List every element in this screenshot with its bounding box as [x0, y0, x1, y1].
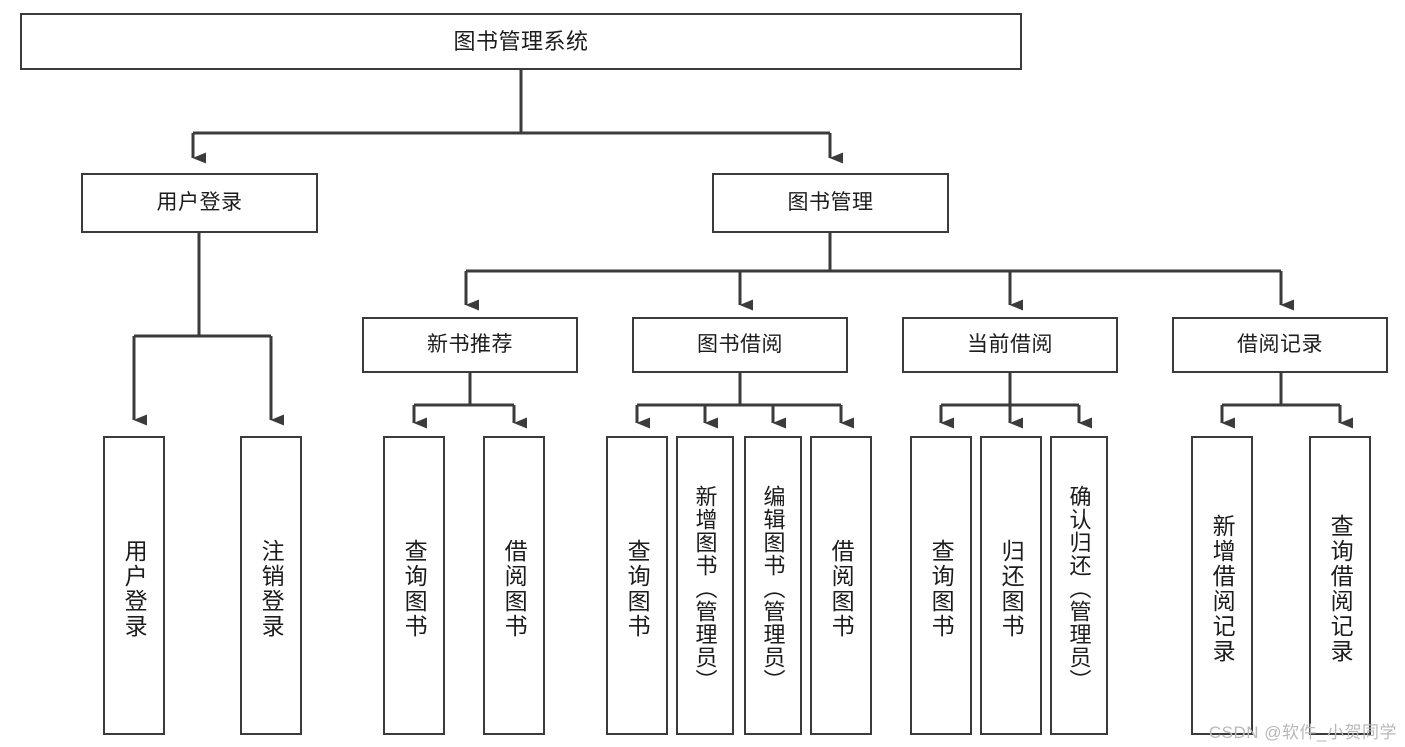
node-user-login[interactable]: 用户登录 — [81, 173, 318, 233]
node-book-manage-label: 图书管理 — [787, 190, 874, 214]
leaf-add-book-admin[interactable]: 新增图书（管理员） — [676, 436, 734, 735]
node-new-book-recommend[interactable]: 新书推荐 — [362, 317, 578, 373]
leaf-query-book-2[interactable]: 查询图书 — [606, 436, 668, 735]
leaf-return-book[interactable]: 归还图书 — [980, 436, 1042, 735]
leaf-query-borrow-record-label: 查询借阅记录 — [1327, 513, 1354, 664]
leaf-confirm-return-admin[interactable]: 确认归还（管理员） — [1050, 436, 1108, 735]
leaf-edit-book-admin[interactable]: 编辑图书（管理员） — [744, 436, 802, 735]
watermark-text: CSDN @软件_小贺同学 — [1208, 723, 1397, 742]
leaf-query-book-3[interactable]: 查询图书 — [910, 436, 972, 735]
node-root[interactable]: 图书管理系统 — [20, 13, 1022, 70]
leaf-return-book-label: 归还图书 — [998, 538, 1025, 639]
leaf-logout-login[interactable]: 注销登录 — [240, 436, 302, 735]
leaf-query-book-3-label: 查询图书 — [928, 538, 955, 639]
leaf-logout-login-label: 注销登录 — [258, 538, 285, 639]
leaf-query-borrow-record[interactable]: 查询借阅记录 — [1309, 436, 1371, 735]
node-borrow-record[interactable]: 借阅记录 — [1172, 317, 1388, 373]
node-new-book-recommend-label: 新书推荐 — [427, 332, 513, 356]
node-current-borrow-label: 当前借阅 — [967, 332, 1053, 356]
leaf-add-book-admin-label: 新增图书（管理员） — [692, 485, 718, 692]
leaf-edit-book-admin-label: 编辑图书（管理员） — [760, 485, 786, 692]
leaf-add-borrow-record[interactable]: 新增借阅记录 — [1191, 436, 1253, 735]
leaf-borrow-book-2[interactable]: 借阅图书 — [810, 436, 872, 735]
leaf-confirm-return-admin-label: 确认归还（管理员） — [1066, 485, 1092, 692]
leaf-query-book-2-label: 查询图书 — [624, 538, 651, 639]
leaf-borrow-book-1-label: 借阅图书 — [501, 538, 528, 639]
leaf-add-borrow-record-label: 新增借阅记录 — [1209, 513, 1236, 664]
node-current-borrow[interactable]: 当前借阅 — [902, 317, 1118, 373]
leaf-user-login[interactable]: 用户登录 — [103, 436, 165, 735]
node-borrow-record-label: 借阅记录 — [1237, 332, 1323, 356]
leaf-borrow-book-2-label: 借阅图书 — [828, 538, 855, 639]
node-book-borrow[interactable]: 图书借阅 — [632, 317, 848, 373]
node-book-borrow-label: 图书借阅 — [697, 332, 783, 356]
node-root-label: 图书管理系统 — [453, 28, 589, 54]
leaf-query-book-1-label: 查询图书 — [401, 538, 428, 639]
leaf-user-login-label: 用户登录 — [121, 538, 148, 639]
node-user-login-label: 用户登录 — [156, 190, 243, 214]
leaf-query-book-1[interactable]: 查询图书 — [383, 436, 445, 735]
node-book-manage[interactable]: 图书管理 — [712, 173, 949, 233]
leaf-borrow-book-1[interactable]: 借阅图书 — [483, 436, 545, 735]
